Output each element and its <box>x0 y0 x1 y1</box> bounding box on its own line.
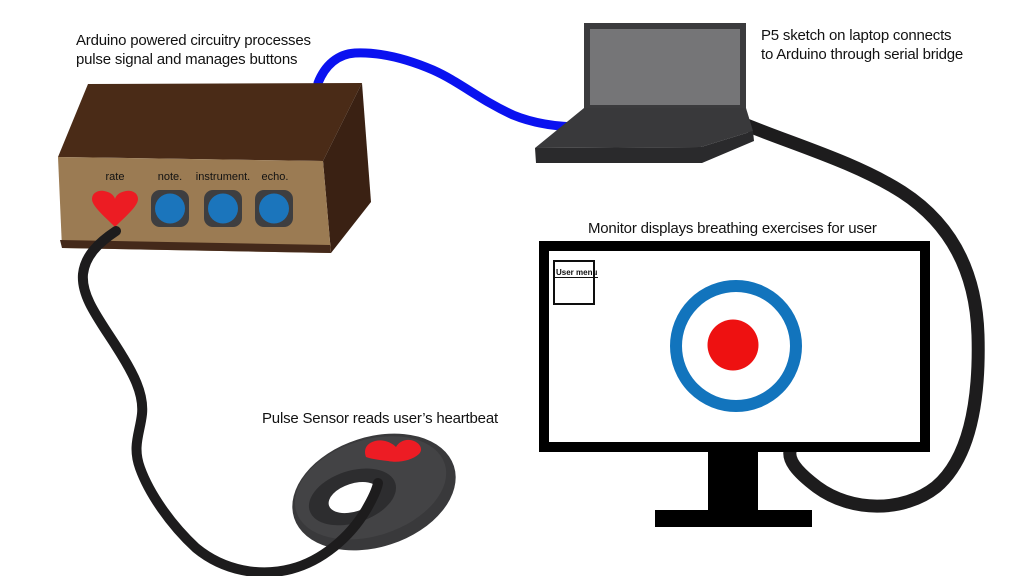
annotation-monitor: Monitor displays breathing exercises for… <box>588 220 877 237</box>
heart-icon <box>92 190 138 227</box>
annotation-pulse-sensor: Pulse Sensor reads user’s heartbeat <box>262 410 498 427</box>
box-front-edge <box>60 240 331 253</box>
annotation-p5: P5 sketch on laptop connects to Arduino … <box>761 27 964 63</box>
annotation-arduino: Arduino powered circuitry processes puls… <box>76 32 311 68</box>
monitor-stand-neck <box>708 452 758 510</box>
laptop <box>535 23 754 163</box>
instrument-label: instrument. <box>195 171 251 183</box>
sensor-heart-icon <box>365 439 422 462</box>
echo-label: echo. <box>261 171 289 183</box>
user-menu-title: User menu <box>555 268 599 278</box>
box-side-face <box>323 83 371 253</box>
breathing-dot <box>707 319 759 371</box>
laptop-base <box>535 108 753 148</box>
laptop-screen <box>590 29 740 105</box>
user-menu-panel: User menu <box>553 260 599 305</box>
arduino-box <box>58 83 371 253</box>
serial-wire <box>313 48 587 132</box>
laptop-monitor-cable <box>725 112 985 513</box>
monitor <box>539 241 930 527</box>
breathing-circle <box>670 280 802 412</box>
laptop-base-edge <box>535 131 754 163</box>
instrument-button <box>208 193 238 224</box>
sensor-cable <box>77 226 383 576</box>
note-button <box>155 193 185 224</box>
monitor-stand-base <box>655 510 812 527</box>
note-label: note. <box>157 171 183 183</box>
echo-button <box>259 193 289 224</box>
box-top-face <box>58 83 362 161</box>
box-front-face <box>58 157 331 253</box>
rate-label: rate <box>105 171 125 183</box>
